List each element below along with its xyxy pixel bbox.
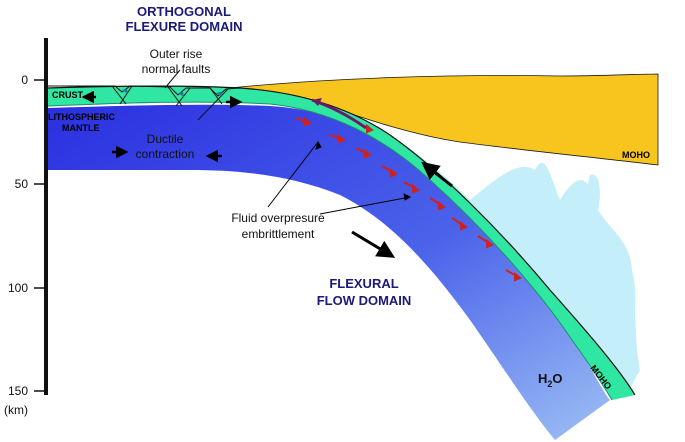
- water-label: H2O: [538, 371, 563, 389]
- fluid-label-line1: Fluid overpresure: [231, 211, 325, 225]
- outer-rise-label-line1: Outer rise: [150, 47, 203, 61]
- slab-down-arrow: [351, 230, 396, 258]
- fluid-label-line2: embrittlement: [242, 227, 315, 241]
- orthogonal-domain-title-line2: FLEXURE DOMAIN: [126, 19, 243, 34]
- flexural-domain-title-line1: FLEXURAL: [329, 276, 398, 291]
- water-label-h: H: [538, 371, 547, 386]
- lithospheric-mantle: [48, 104, 610, 440]
- fluid-plume-finger-1: [578, 174, 636, 370]
- depth-tick-label: 150: [8, 384, 28, 398]
- depth-axis-unit: (km): [4, 403, 28, 417]
- lithospheric-mantle-label-line1: LITHOSPHERIC: [48, 112, 116, 122]
- crust-extension-arrows: [81, 90, 243, 109]
- wedge-up-arrow: [421, 161, 453, 188]
- slab-moho-line: [47, 101, 613, 401]
- outer-rise-normal-faults: [111, 69, 229, 121]
- megathrust-arrow: [311, 98, 367, 130]
- moho-upper-label: MOHO: [622, 150, 650, 160]
- outer-rise-label-line2: normal faults: [142, 62, 211, 76]
- ductile-label-line1: Ductile: [147, 132, 184, 146]
- ductile-label-line2: contraction: [136, 147, 195, 161]
- water-label-subscript: 2: [547, 379, 552, 389]
- depth-tick-label: 50: [15, 177, 29, 191]
- flexural-domain-title-line2: FLOW DOMAIN: [317, 293, 412, 308]
- depth-axis: 0 50 100 150 (km): [4, 38, 48, 417]
- fault-slip-arrows: [122, 89, 222, 97]
- motion-arrows: [351, 161, 453, 258]
- orthogonal-domain-title-line1: ORTHOGONAL: [137, 4, 231, 19]
- slab-fault-arrows: [295, 116, 522, 282]
- lithospheric-mantle-label-line2: MANTLE: [62, 123, 100, 133]
- depth-tick-label: 100: [8, 281, 28, 295]
- fluid-leader-lines: [267, 140, 412, 215]
- mantle-contraction-arrows: [112, 145, 222, 163]
- slab-top-surface: [47, 85, 636, 396]
- fluid-plume-finger-2: [535, 182, 560, 280]
- water-label-o: O: [552, 371, 562, 386]
- crust-label: CRUST: [52, 90, 84, 100]
- depth-tick-label: 0: [21, 73, 28, 87]
